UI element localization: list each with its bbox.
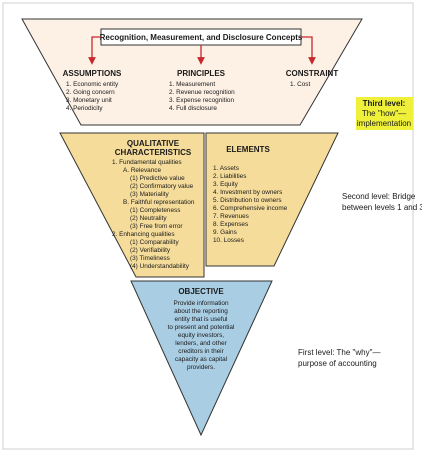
qualitative-item: 1. Fundamental qualities (112, 159, 182, 166)
qualitative-item: (1) Comparability (130, 239, 179, 246)
third-level-how: The "how"— (362, 109, 406, 118)
elements-item: 10. Losses (213, 237, 244, 244)
objective-heading: OBJECTIVE (178, 287, 224, 296)
elements-item: 7. Revenues (213, 213, 249, 220)
qualitative-item: (1) Predictive value (130, 175, 185, 182)
third-level-title: Third level: (363, 99, 406, 108)
qualitative-item: 2. Enhancing qualities (112, 231, 175, 238)
elements-item: 2. Liabilities (213, 173, 246, 180)
objective-triangle (130, 280, 273, 437)
qualitative-item: (2) Verifiability (130, 247, 171, 254)
qualitative-item: B. Faithful representation (123, 199, 195, 206)
qualitative-item: (2) Neutrality (130, 215, 167, 222)
third-level-implementation: implementation (357, 119, 411, 128)
first-level-line1: First level: The "why"— (298, 348, 380, 357)
objective-line: about the reporting (174, 308, 228, 315)
principles-item: 3. Expense recognition (169, 97, 234, 104)
principles-heading: PRINCIPLES (177, 69, 226, 78)
qualitative-item: (1) Completeness (130, 207, 180, 214)
qualitative-item: (3) Materiality (130, 191, 170, 198)
qualitative-item: A. Relevance (123, 167, 161, 174)
elements-item: 8. Expenses (213, 221, 248, 228)
arrow-to-constraint (301, 36, 316, 65)
constraint-item: 1. Cost (290, 81, 310, 88)
assumptions-item: 1. Economic entity (66, 81, 119, 88)
elements-item: 5. Distribution to owners (213, 197, 282, 204)
qualitative-item: (3) Free from error (130, 223, 183, 230)
second-level-line2: between levels 1 and 3 (342, 203, 422, 212)
concepts-title: Recognition, Measurement, and Disclosure… (100, 33, 303, 42)
elements-heading: ELEMENTS (226, 145, 270, 154)
elements-item: 4. Investment by owners (213, 189, 282, 196)
elements-item: 3. Equity (213, 181, 239, 188)
principles-item: 2. Revenue recognition (169, 89, 235, 96)
qualitative-item: (3) Timeliness (130, 255, 170, 262)
qualitative-heading-line2: CHARACTERISTICS (115, 148, 192, 157)
elements-item: 1. Assets (213, 165, 239, 172)
assumptions-item: 3. Monetary unit (66, 97, 112, 104)
elements-item: 6. Comprehensive income (213, 205, 288, 212)
objective-line: capacity as capital (175, 356, 227, 363)
objective-line: providers. (187, 364, 215, 371)
second-level-line1: Second level: Bridge (342, 192, 416, 201)
qualitative-heading-line1: QUALITATIVE (127, 139, 180, 148)
objective-line: to present and potential (168, 324, 235, 331)
assumptions-item: 4. Periodicity (66, 105, 103, 112)
outer-frame (2, 2, 414, 450)
objective-line: creditors in their (178, 348, 224, 355)
qualitative-characteristics-trapezoid (59, 132, 205, 278)
objective-line: lenders, and other (175, 340, 227, 347)
objective-line: Provide information (173, 300, 229, 307)
qualitative-item: (2) Confirmatory value (130, 183, 194, 190)
objective-line: entity that is useful (175, 316, 228, 323)
qualitative-item: (4) Understandability (130, 263, 190, 270)
constraint-heading: CONSTRAINT (286, 69, 339, 78)
objective-line: equity investors, (178, 332, 224, 339)
principles-item: 1. Measurement (169, 81, 215, 88)
arrow-to-assumptions (88, 36, 101, 65)
principles-item: 4. Full disclosure (169, 105, 217, 112)
assumptions-item: 2. Going concern (66, 89, 115, 96)
third-level-highlight (356, 97, 413, 130)
assumptions-heading: ASSUMPTIONS (63, 69, 122, 78)
elements-item: 9. Gains (213, 229, 237, 236)
elements-trapezoid (205, 132, 339, 267)
first-level-line2: purpose of accounting (298, 359, 377, 368)
